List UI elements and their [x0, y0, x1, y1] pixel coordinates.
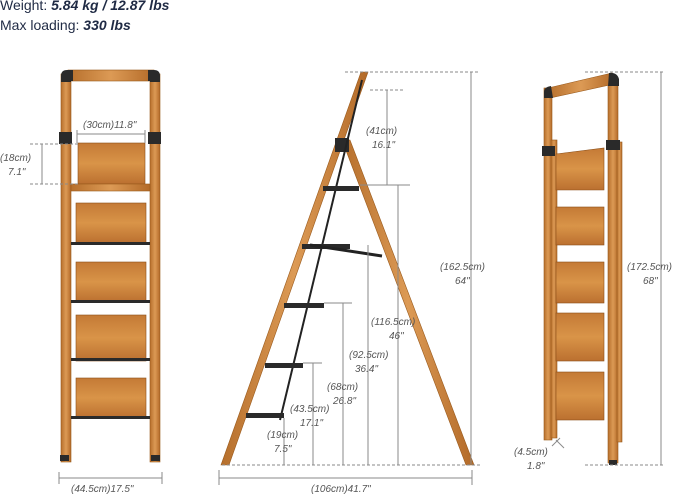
height-3-cm: (68cm): [327, 382, 358, 393]
weight-label: Weight:: [0, 0, 48, 13]
max-loading-spec: Max loading: 330 lbs: [0, 16, 131, 34]
max-loading-value: 330 lbs: [83, 17, 131, 33]
folded-height-in: 68": [643, 276, 658, 287]
depth-label: (106cm)41.7": [311, 484, 371, 495]
height-2-in: 36.4": [355, 364, 378, 375]
folded-height-cm: (172.5cm): [627, 262, 672, 273]
height-5-in: 7.5": [274, 444, 292, 455]
front-view-ladder: [59, 69, 161, 463]
height-1-in: 46": [389, 331, 404, 342]
top-to-step-in: 16.1": [372, 140, 395, 151]
thickness-cm: (4.5cm): [514, 447, 548, 458]
height-1-cm: (116.5cm): [371, 317, 415, 328]
total-width-label: (44.5cm)17.5": [71, 484, 134, 495]
weight-value: 5.84 kg / 12.87 lbs: [51, 0, 170, 13]
max-loading-label: Max loading:: [0, 17, 80, 33]
thickness-in: 1.8": [527, 461, 545, 472]
weight-spec: Weight: 5.84 kg / 12.87 lbs: [0, 0, 169, 14]
height-4-in: 17.1": [300, 418, 323, 429]
height-5-cm: (19cm): [267, 430, 298, 441]
side-view-ladder: [220, 71, 475, 466]
top-to-step-cm: (41cm): [366, 126, 397, 137]
overall-height-cm: (162.5cm): [440, 262, 485, 273]
step-width-label: (30cm)11.8": [83, 120, 137, 131]
height-3-in: 26.8": [332, 396, 356, 407]
folded-view-ladder: [542, 72, 623, 465]
step-height-in: 7.1": [8, 167, 26, 178]
height-4-cm: (43.5cm): [290, 404, 329, 415]
height-2-cm: (92.5cm): [349, 350, 388, 361]
step-height-cm: (18cm): [0, 153, 31, 164]
overall-height-in: 64": [455, 276, 470, 287]
